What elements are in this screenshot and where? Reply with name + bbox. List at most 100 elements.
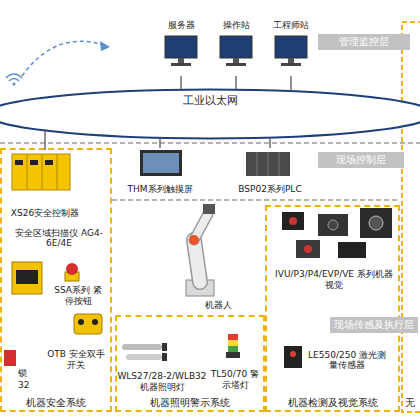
laser-sensor: LE550/250 激光测量传感器 (280, 340, 388, 380)
robot-device: 机器人 (168, 198, 232, 310)
laser-aperture (290, 351, 296, 357)
engineer-station: 工程师站 (266, 20, 316, 76)
terminal-block (15, 160, 23, 165)
network-link (269, 138, 270, 148)
camera-lens (328, 220, 338, 230)
plc-device: BSP02系列PLC (232, 148, 308, 194)
safety-controller: XS26安全控制器 (5, 150, 85, 218)
node-label: 工业以太网 (183, 95, 238, 108)
robot-arm-outline (194, 240, 200, 282)
module-seam (27, 154, 28, 190)
camera-lens (289, 217, 297, 225)
light-bar-icon (122, 344, 162, 350)
tower-light-base (226, 352, 240, 358)
scanner-window (16, 270, 38, 284)
two-hand-switch: OTB 安全双手开关 (45, 312, 107, 370)
plc-seam (279, 152, 280, 176)
node-label: TL50/70 警示塔灯 (209, 369, 261, 390)
node-label: OTB 安全双手开关 (45, 349, 107, 370)
monitor-icon (220, 36, 252, 58)
plc-seam (257, 152, 258, 176)
robot-arm (194, 240, 200, 282)
tower-light-green (228, 346, 238, 352)
tower-light-yellow (228, 340, 238, 346)
camera-icon (296, 240, 320, 258)
ethernet-ellipse (0, 90, 420, 139)
monitor-stand (178, 58, 184, 63)
touchscreen-device: THM系列触摸屏 (120, 148, 200, 194)
robot-joint (189, 235, 199, 245)
ethernet-ring: 工业以太网 (0, 88, 420, 140)
node-label: 机器照明警示系统 (150, 397, 230, 409)
node-label: 服务器 (168, 20, 195, 30)
safety-controller-icon (12, 154, 70, 190)
layer-label: 现场控制层 (318, 152, 404, 168)
system-group: 机器照明警示系统 WLS27/28-2/WLB32 机器照明灯TL50/70 警示… (115, 315, 265, 412)
node-label: 机器检测及视觉系统 (288, 397, 378, 409)
node-label: 机器人 (205, 300, 232, 310)
touchscreen-icon (140, 150, 182, 176)
layer-divider (112, 199, 400, 201)
plc-seam (268, 152, 269, 176)
touchscreen-display (143, 153, 179, 173)
camera-icon (338, 242, 366, 258)
terminal-block (45, 160, 53, 165)
tower-light-red (228, 334, 238, 340)
lock-icon (4, 350, 16, 366)
monitor-stand (233, 58, 239, 63)
wireless-group-outline (402, 22, 420, 412)
camera-lens (304, 245, 312, 253)
system-group: 机器安全系统 XS26安全控制器安全区域扫描仪 AG4-6E/4E SSA系列 紧停… (0, 148, 112, 412)
estop-device: SSA系列 紧停按钮 (52, 262, 104, 306)
node-label: XS26安全控制器 (11, 208, 79, 218)
robot-wrist (203, 204, 215, 214)
node-label: 工程师站 (273, 20, 309, 30)
monitor-icon (165, 36, 197, 58)
tower-light: TL50/70 警示塔灯 (209, 330, 261, 390)
vision-sensor: IVU/P3/P4/EVP/VE 系列机器视觉 (272, 208, 396, 290)
wifi-symbol (12, 82, 15, 85)
laser-sensor-icon (284, 346, 302, 368)
monitor-stand (288, 58, 294, 63)
layer-label: 管理监控层 (318, 34, 410, 50)
partial-label: 锁 (18, 368, 38, 380)
wireless-link (22, 41, 104, 76)
operator-station: 操作站 (213, 20, 259, 76)
node-label: LE550/250 激光测量传感器 (306, 350, 388, 371)
network-link (180, 76, 181, 90)
two-hand-switch-icon (74, 314, 102, 334)
estop-button (66, 263, 78, 275)
camera-icon (282, 212, 304, 230)
machine-light: WLS27/28-2/WLB32 机器照明灯 (117, 340, 207, 392)
monitor-icon (275, 36, 307, 58)
module-seam (42, 154, 43, 190)
node-label: 机器安全系统 (26, 397, 86, 409)
scanner-icon (12, 262, 42, 294)
plc-icon (246, 152, 290, 176)
area-scanner: 安全区域扫描仪 AG4-6E/4E (15, 228, 103, 258)
network-link (44, 131, 45, 150)
switch-button (92, 319, 98, 325)
monitor-base (281, 63, 301, 66)
camera-lens (369, 216, 383, 230)
layer-divider (0, 142, 420, 144)
network-link (235, 76, 236, 90)
switch-button (78, 319, 84, 325)
monitor-base (171, 63, 191, 66)
wifi-symbol (9, 79, 19, 82)
network-link (290, 76, 291, 91)
node-label: 操作站 (223, 20, 250, 30)
node-label: BSP02系列PLC (238, 184, 301, 194)
partial-label: 无 (405, 397, 420, 410)
node-label: WLS27/28-2/WLB32 机器照明灯 (117, 371, 207, 392)
camera-icon (318, 214, 348, 236)
module-seam (57, 154, 58, 190)
node-label: IVU/P3/P4/EVP/VE 系列机器视觉 (272, 269, 396, 290)
wireless-arrowhead (100, 41, 110, 51)
light-bar-cap (162, 353, 167, 361)
network-link (159, 138, 160, 148)
partial-label: 32 (18, 380, 38, 392)
